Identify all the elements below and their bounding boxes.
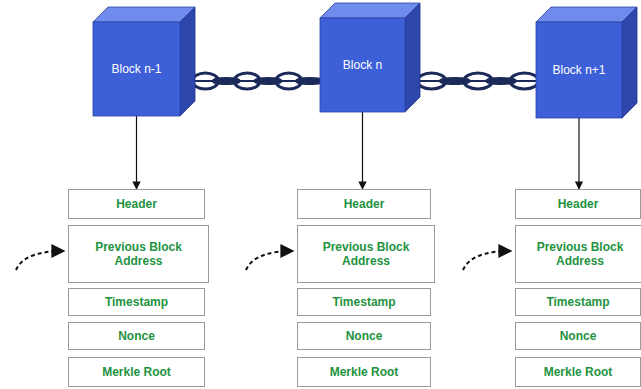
- cube-top: [93, 7, 195, 22]
- field-label: Nonce: [556, 327, 601, 345]
- field-label: Nonce: [114, 327, 159, 345]
- block-label: Block n: [340, 58, 385, 72]
- field-label: Timestamp: [101, 293, 172, 311]
- field-box: Header: [297, 189, 431, 219]
- dashed-pointer: [16, 251, 64, 270]
- field-box: Nonce: [297, 322, 431, 350]
- block-cube: Block n: [320, 18, 405, 112]
- field-label: Nonce: [342, 327, 387, 345]
- arrow-connector: [362, 112, 363, 189]
- field-label: Header: [554, 195, 603, 213]
- field-box: Previous Block Address: [515, 225, 641, 283]
- field-label: Timestamp: [542, 293, 613, 311]
- field-box: Merkle Root: [68, 357, 205, 387]
- block-cube: Block n+1: [536, 22, 622, 118]
- field-box: Nonce: [68, 322, 205, 350]
- cube-top: [536, 7, 637, 22]
- cube-front: [93, 22, 180, 116]
- field-label: Previous Block Address: [516, 238, 641, 271]
- field-label: Timestamp: [328, 293, 399, 311]
- cube-faces: [93, 7, 195, 116]
- field-label: Merkle Root: [98, 363, 175, 381]
- cube-top: [320, 3, 420, 18]
- field-box: Header: [68, 189, 205, 219]
- cube-faces: [536, 7, 637, 118]
- field-box: Timestamp: [515, 288, 641, 316]
- cube-side: [180, 7, 195, 116]
- cube-front: [536, 22, 622, 118]
- field-box: Merkle Root: [515, 357, 641, 387]
- dashed-pointer: [246, 251, 293, 270]
- field-box: Nonce: [515, 322, 641, 350]
- field-label: Previous Block Address: [69, 238, 208, 271]
- block-label: Block n+1: [549, 63, 608, 77]
- chain-link: [510, 73, 539, 89]
- field-box: Merkle Root: [297, 357, 431, 387]
- field-label: Header: [112, 195, 161, 213]
- cube-side: [405, 3, 420, 112]
- arrow-connector: [136, 116, 137, 189]
- field-label: Merkle Root: [540, 363, 617, 381]
- field-label: Previous Block Address: [298, 238, 434, 271]
- cube-faces: [320, 3, 420, 112]
- cube-front: [320, 18, 405, 112]
- cube-side: [622, 7, 637, 118]
- dashed-pointer: [463, 251, 511, 270]
- field-box: Header: [515, 189, 641, 219]
- field-box: Timestamp: [68, 288, 205, 316]
- field-box: Previous Block Address: [68, 225, 209, 283]
- block-cube: Block n-1: [93, 22, 180, 116]
- field-box: Previous Block Address: [297, 225, 435, 283]
- field-box: Timestamp: [297, 288, 431, 316]
- arrow-connector: [578, 118, 579, 189]
- block-label: Block n-1: [108, 62, 164, 76]
- field-label: Merkle Root: [326, 363, 403, 381]
- chain-link: [297, 79, 323, 84]
- field-label: Header: [340, 195, 389, 213]
